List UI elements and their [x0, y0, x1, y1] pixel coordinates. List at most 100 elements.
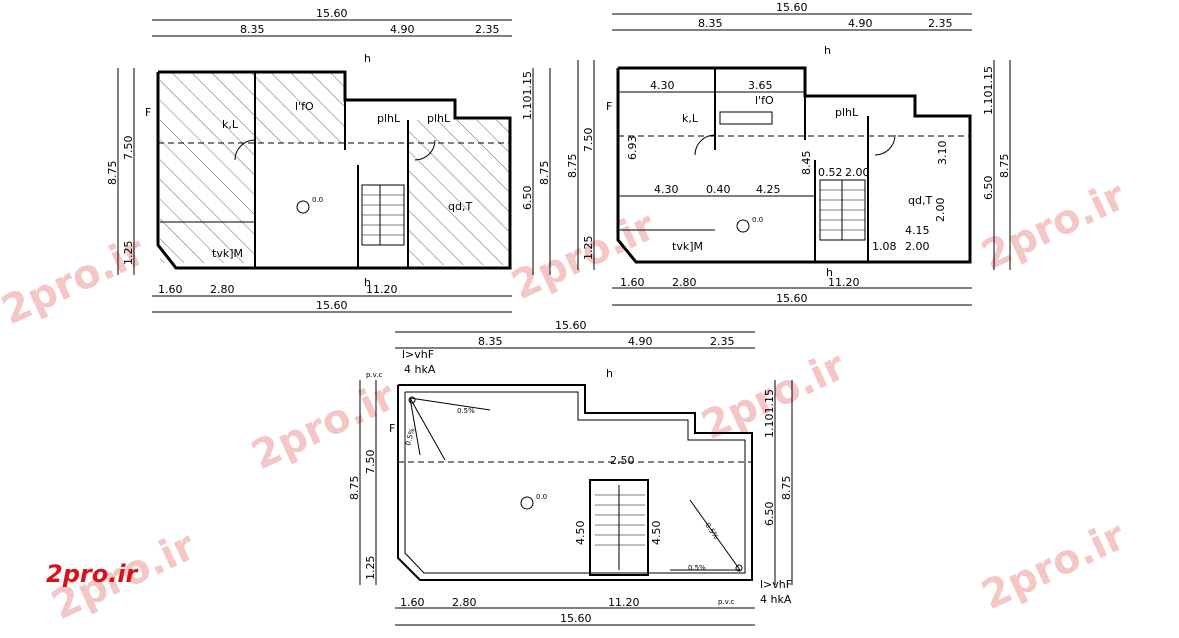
level-value: 0.0: [536, 493, 547, 501]
inner-dim: 6.93: [626, 136, 639, 161]
door-swing: [414, 139, 436, 161]
overall-width-top: 15.60: [555, 319, 587, 332]
inner-dim: 4.15: [905, 224, 930, 237]
segment-dim: 4.90: [390, 23, 415, 36]
segment-dim: 11.20: [828, 276, 860, 289]
slope-arrow: [409, 397, 491, 411]
left-dim: 7.50: [582, 128, 595, 153]
overall-width-bottom: 15.60: [316, 299, 348, 312]
north-mark: F: [145, 106, 151, 119]
counter: [719, 111, 773, 125]
left-dim: 7.50: [364, 450, 377, 475]
right-dim: 6.50: [982, 176, 995, 201]
room-label: tvk]M: [212, 247, 243, 260]
inner-dim: 8.45: [800, 151, 813, 176]
inner-dim: 2.00: [905, 240, 930, 253]
outer-wall: [156, 70, 512, 270]
door-swing: [234, 139, 256, 161]
outer-wall: [616, 66, 972, 264]
stair-dim: 4.50: [574, 521, 587, 546]
room-label: plhL: [427, 112, 451, 125]
left-dim: 1.25: [122, 241, 135, 266]
slope-label: 0.5%: [457, 407, 475, 415]
inner-dim: 4.25: [756, 183, 781, 196]
watermark-text: 2pro.ir: [245, 373, 403, 479]
parapet: [404, 391, 746, 574]
slope-arrow: [409, 397, 446, 461]
segment-dim: 8.35: [698, 17, 723, 30]
section-mark: h: [606, 367, 613, 380]
level-marker-icon: [296, 200, 310, 214]
section-mark: h: [824, 44, 831, 57]
overall-width-bottom: 15.60: [776, 292, 808, 305]
level-value: 0.0: [312, 196, 323, 204]
north-mark: F: [389, 422, 395, 435]
right-dim: 8.75: [780, 476, 793, 501]
inner-dim: 3.10: [936, 141, 949, 166]
section-mark: h: [364, 52, 371, 65]
slope-label: 0.5%: [404, 427, 416, 447]
inner-dim: 4.30: [654, 183, 679, 196]
segment-dim: 2.35: [928, 17, 953, 30]
inner-dim: 0.52: [818, 166, 843, 179]
drain-icon: [735, 564, 743, 572]
right-dim: 8.75: [998, 154, 1011, 179]
segment-dim: 2.80: [452, 596, 477, 609]
plan-left: 15.60 8.35 4.90 2.35 1.60 2.80 11.20 15.…: [106, 7, 551, 313]
slope-arrow: [689, 499, 741, 571]
left-dim: 8.75: [106, 161, 119, 186]
left-dim: 8.75: [348, 476, 361, 501]
inner-dim: 0.40: [706, 183, 731, 196]
left-dim: 1.25: [364, 556, 377, 581]
overall-width-top: 15.60: [776, 1, 808, 14]
stair-dim: 4.50: [650, 521, 663, 546]
segment-dim: 8.35: [478, 335, 503, 348]
segment-dim: 2.35: [710, 335, 735, 348]
segment-dim: 2.80: [210, 283, 235, 296]
level-marker-icon: [736, 219, 750, 233]
pvc-label: p.v.c: [718, 598, 734, 606]
roof-label: l>vhF: [402, 348, 434, 361]
right-dim: 6.50: [521, 186, 534, 211]
segment-dim: 8.35: [240, 23, 265, 36]
roof-outline: [397, 384, 753, 581]
room-label: l'fO: [295, 100, 314, 113]
overall-width-bottom: 15.60: [560, 612, 592, 625]
right-dim: 6.50: [763, 502, 776, 527]
pvc-label: p.v.c: [366, 371, 382, 379]
inner-dim: 1.08: [872, 240, 897, 253]
plan-roof: 15.60 8.35 4.90 2.35 1.60 2.80 11.20 15.…: [348, 319, 793, 626]
inner-dim: 2.00: [934, 198, 947, 223]
room-label: qd,T: [908, 194, 932, 207]
slope-arrow: [409, 397, 421, 456]
overall-width-top: 15.60: [316, 7, 348, 20]
segment-dim: 4.90: [848, 17, 873, 30]
room-label: tvk]M: [672, 240, 703, 253]
segment-dim: 1.60: [158, 283, 183, 296]
slope-label: 0.5%: [688, 564, 706, 572]
segment-dim: 2.35: [475, 23, 500, 36]
roof-label: l>vhF: [760, 578, 792, 591]
segment-dim: 2.80: [672, 276, 697, 289]
segment-dim: 1.60: [400, 596, 425, 609]
level-value: 0.0: [752, 216, 763, 224]
watermark-text: 2pro.ir: [975, 173, 1133, 279]
segment-dim: 11.20: [608, 596, 640, 609]
stair-enclosure: [589, 479, 649, 576]
segment-dim: 4.90: [628, 335, 653, 348]
room-label: plhL: [835, 106, 859, 119]
right-dim: 1.101.15: [521, 71, 534, 120]
right-dim: 1.101.15: [982, 66, 995, 115]
watermark-text: 2pro.ir: [975, 513, 1133, 619]
inner-dim: 3.65: [748, 79, 773, 92]
room-label: plhL: [377, 112, 401, 125]
section-mark: h: [364, 276, 371, 289]
plan-right: 15.60 8.35 4.90 2.35 1.60 2.80 11.20 15.…: [566, 1, 1011, 306]
roof-sub-label: 4 hkA: [760, 593, 792, 606]
north-mark: F: [606, 100, 612, 113]
roof-sub-label: 4 hkA: [404, 363, 436, 376]
right-dim: 1.101.15: [763, 389, 776, 438]
inner-dim: 2.00: [845, 166, 870, 179]
room-label: qd,T: [448, 200, 472, 213]
